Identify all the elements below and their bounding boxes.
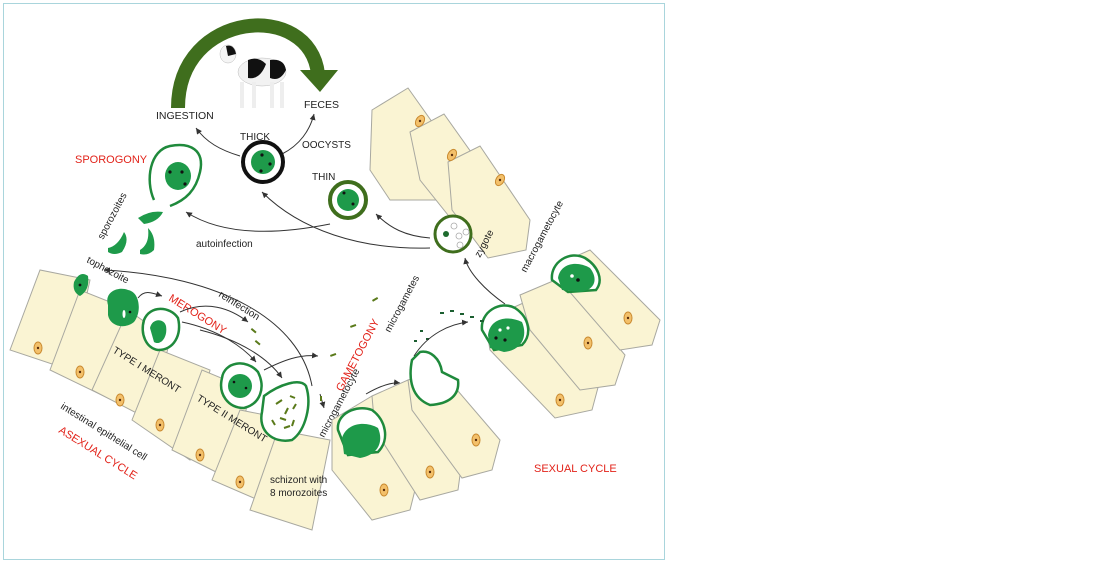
label-schizont-line2: 8 morozoites [270, 488, 327, 499]
merozoites [250, 297, 379, 401]
reinfection-arrow [103, 267, 313, 387]
schizont [260, 381, 310, 442]
arrow-to-gametogony [263, 352, 319, 371]
label-thick: THICK [240, 132, 270, 143]
arrow-to-merogony [137, 291, 163, 299]
autoinfection-arrow [185, 211, 331, 232]
trophozoite [73, 274, 89, 296]
microgametocyte [336, 407, 387, 458]
sporulating-oocyst [148, 143, 203, 208]
thin-oocyst [328, 180, 368, 220]
label-feces: FECES [304, 99, 339, 111]
releasing-microgametocyte [409, 350, 460, 407]
calf-icon [219, 44, 287, 108]
fertilizing-macrogamete [480, 304, 530, 352]
arrow-zygote-to-thick [261, 191, 431, 249]
label-microgametes: microgametes [383, 274, 422, 335]
arrow-to-ingestion [195, 127, 241, 157]
label-thin: THIN [312, 172, 335, 183]
label-oocysts: OOCYSTS [302, 140, 351, 151]
arrow-microgametocyte [365, 379, 401, 395]
host-cycle-arrow [171, 18, 338, 109]
arrow-to-macrogamete [413, 319, 469, 357]
label-gametogony: GAMETOGONY [334, 317, 382, 394]
zygote [433, 214, 473, 254]
label-sexual-cycle: SEXUAL CYCLE [534, 463, 617, 475]
sporozoites [108, 211, 163, 255]
arrow-to-feces [281, 113, 316, 155]
arrow-zygote-to-thin [375, 213, 431, 239]
early-meront [107, 288, 139, 327]
label-trophozoite: tophozoite [85, 255, 131, 287]
arrow-to-zygote [463, 257, 506, 305]
label-autoinfection: autoinfection [196, 239, 253, 250]
label-schizont-line1: schizont with [270, 475, 327, 486]
label-reinfection: reinfection [216, 289, 261, 323]
type1-meront [141, 307, 181, 352]
thick-oocyst [241, 140, 285, 184]
type2-meront [219, 362, 263, 410]
arrow-to-schizont [199, 329, 283, 379]
arrow-merozoites-1 [179, 305, 249, 323]
label-sporogony: SPOROGONY [75, 154, 148, 166]
label-ingestion: INGESTION [156, 110, 214, 122]
macrogametocyte [550, 254, 601, 294]
